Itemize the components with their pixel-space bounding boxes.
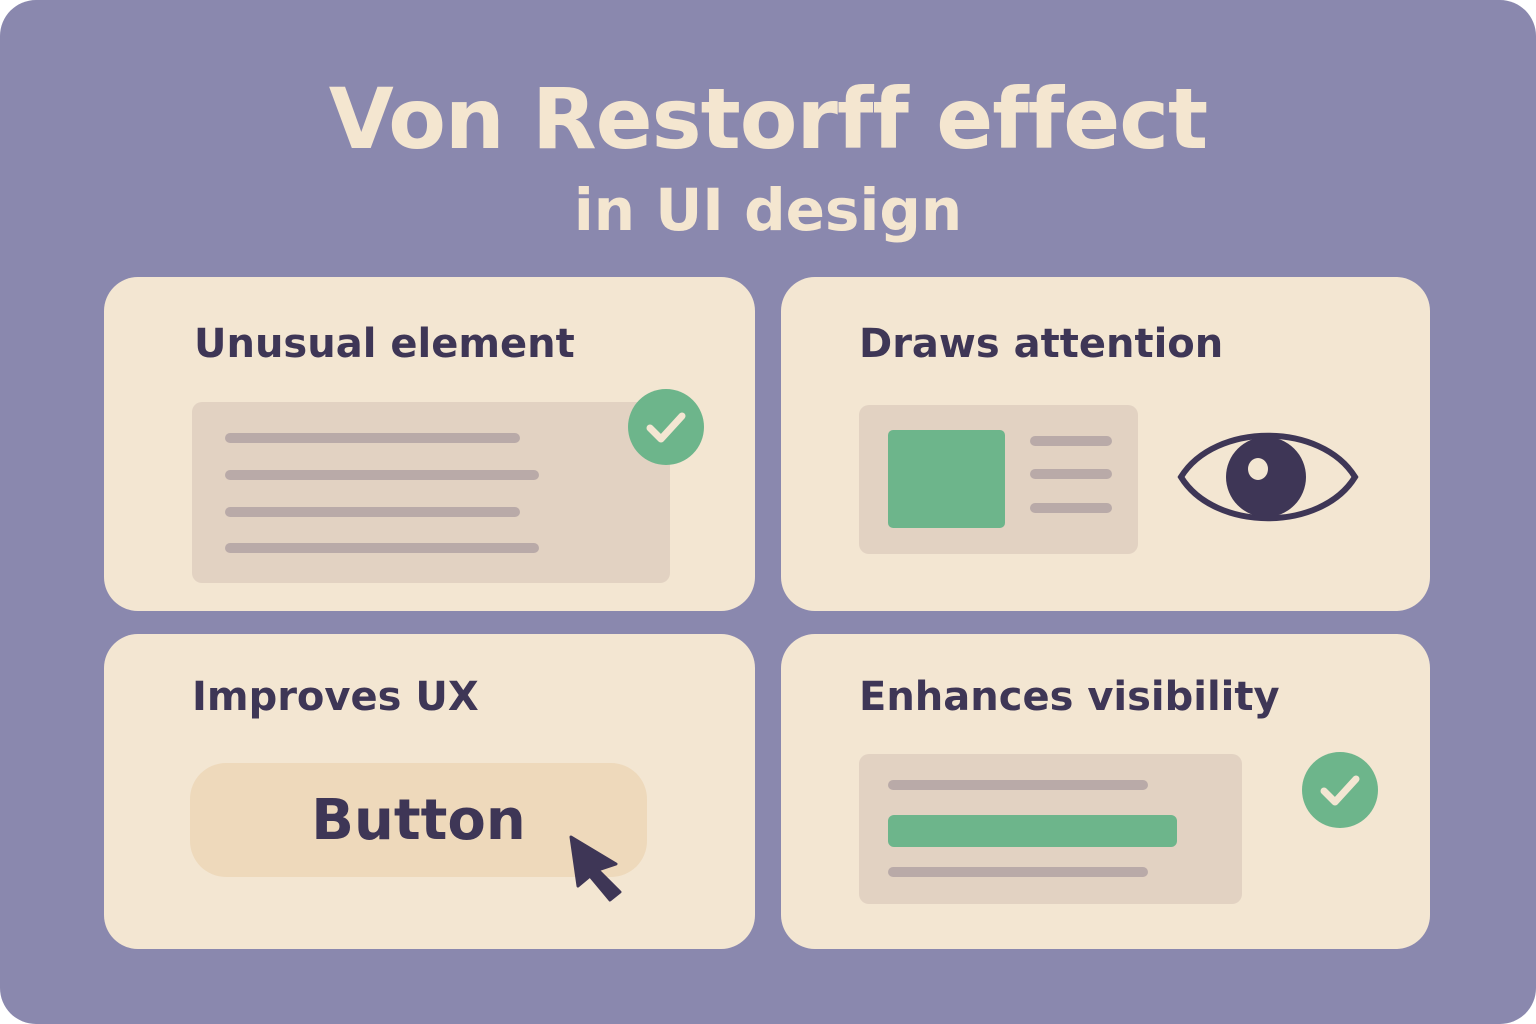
card-heading: Unusual element <box>194 321 575 367</box>
text-line <box>225 433 520 443</box>
text-line <box>888 780 1148 790</box>
sample-button[interactable]: Button <box>190 763 647 877</box>
list-mockup <box>859 754 1242 904</box>
card-improves-ux: Improves UX Button <box>104 634 755 949</box>
text-line <box>1030 503 1112 513</box>
cursor-icon <box>569 835 622 902</box>
card-heading: Improves UX <box>192 674 479 720</box>
card-enhances-visibility: Enhances visibility <box>781 634 1430 949</box>
card-mockup <box>859 405 1138 554</box>
text-line <box>1030 436 1112 446</box>
list-mockup <box>192 402 670 583</box>
card-heading: Draws attention <box>859 321 1224 367</box>
text-line <box>225 470 539 480</box>
highlighted-image-block <box>888 430 1005 528</box>
card-unusual-element: Unusual element <box>104 277 755 611</box>
card-heading: Enhances visibility <box>859 674 1280 720</box>
eye-icon <box>1177 432 1359 522</box>
check-circle-icon <box>1302 752 1378 828</box>
text-line <box>888 867 1148 877</box>
text-line <box>225 507 520 517</box>
subtitle: in UI design <box>573 176 963 244</box>
text-line <box>1030 469 1112 479</box>
check-circle-icon <box>628 389 704 465</box>
title: Von Restorff effect <box>328 70 1208 168</box>
text-line <box>225 543 539 553</box>
card-draws-attention: Draws attention <box>781 277 1430 611</box>
highlighted-line <box>888 815 1177 847</box>
